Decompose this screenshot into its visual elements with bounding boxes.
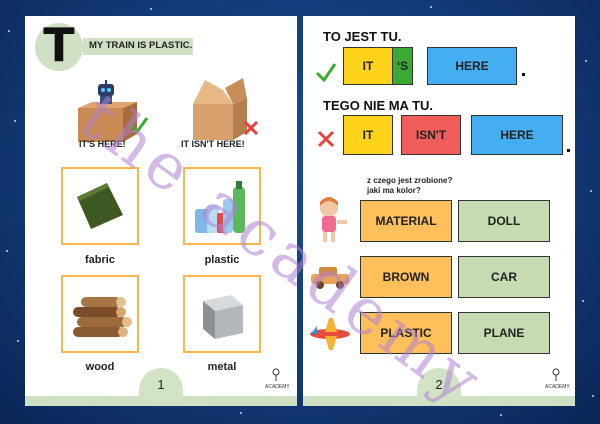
box-here-2: HERE (471, 115, 563, 155)
academy-logo: ACADEMY (545, 367, 570, 392)
toy-plane-icon (310, 318, 350, 350)
grid-cell-doll: DOLL (458, 200, 550, 242)
metal-label: metal (207, 361, 237, 373)
empty-box-illustration (193, 78, 247, 140)
question-color: jaki ma kolor? (367, 186, 421, 195)
isnt-here-label: IT ISN'T HERE! (181, 139, 245, 149)
grid-cell-material: MATERIAL (360, 200, 452, 242)
box-it-2: IT (343, 115, 393, 155)
wood-logs-icon (73, 297, 132, 337)
check-icon (315, 63, 337, 82)
grid-cell-car: CAR (458, 256, 550, 298)
footer-bar (25, 396, 297, 406)
wood-label: wood (85, 361, 115, 373)
right-page: TO JEST TU. IT ‘S HERE TEGO NIE MA TU. I… (303, 16, 575, 406)
page-number: 2 (417, 368, 461, 400)
fabric-picture (61, 167, 139, 245)
period (567, 149, 570, 152)
box-with-robot-illustration (78, 80, 137, 142)
academy-logo: ACADEMY (265, 367, 290, 392)
letter-t: T (43, 18, 75, 72)
page-title: MY TRAIN IS PLASTIC. (89, 40, 193, 51)
check-icon (129, 117, 149, 134)
left-page: T MY TRAIN IS PLASTIC. IT'S HERE! IT ISN… (25, 16, 297, 406)
metal-cube-icon (203, 295, 243, 339)
question-material: z czego jest zrobione? (367, 176, 453, 185)
grid-cell-brown: BROWN (360, 256, 452, 298)
heading-tego-nie-ma-tu: TEGO NIE MA TU. (323, 98, 434, 113)
period (522, 73, 525, 76)
title-banner (83, 38, 193, 55)
academy-logo-icon (272, 368, 280, 381)
fabric-label: fabric (85, 254, 115, 266)
box-isnt: ISN'T (401, 115, 461, 155)
box-here: HERE (427, 47, 517, 85)
toy-car-icon (311, 267, 349, 289)
its-here-label: IT'S HERE! (79, 139, 126, 149)
academy-logo-icon (552, 368, 560, 381)
cross-icon (243, 120, 259, 136)
metal-picture (183, 275, 261, 353)
fabric-icon (77, 183, 123, 229)
letter-badge (35, 23, 83, 71)
cross-icon (317, 130, 335, 148)
doll-icon (320, 197, 347, 242)
box-s: ‘S (392, 47, 413, 85)
wood-picture (61, 275, 139, 353)
grid-cell-plane: PLANE (458, 312, 550, 354)
plastic-bottles-icon (195, 181, 245, 233)
heading-to-jest-tu: TO JEST TU. (323, 29, 402, 44)
plastic-picture (183, 167, 261, 245)
plastic-label: plastic (204, 254, 240, 266)
grid-cell-plastic: PLASTIC (360, 312, 452, 354)
footer-bar (303, 396, 575, 406)
box-it: IT (343, 47, 393, 85)
page-number: 1 (139, 368, 183, 400)
